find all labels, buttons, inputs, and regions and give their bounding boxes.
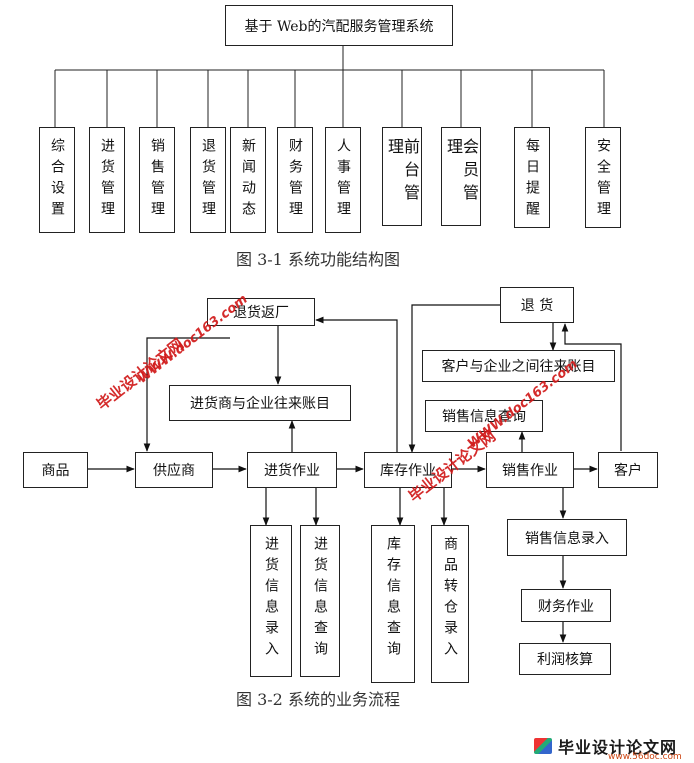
node-goods: 商品 [23, 452, 88, 488]
module-box-m7: 人事管理 [325, 127, 361, 233]
module-box-m6: 财务管理 [277, 127, 313, 233]
node-profit-calc: 利润核算 [519, 643, 611, 675]
node-sales-entry: 销售信息录入 [507, 519, 627, 556]
node-return: 退 货 [500, 287, 574, 323]
node-inventory-op: 库存作业 [364, 452, 452, 488]
module-box-m3: 销售管理 [139, 127, 175, 233]
node-sales-op: 销售作业 [486, 452, 574, 488]
logo-flag-icon [534, 738, 552, 754]
module-label: 人事管理 [335, 138, 351, 222]
module-label: 安全管理 [595, 138, 611, 222]
module-label: 财务管理 [287, 138, 303, 222]
site-logo: 毕业设计论文网 [534, 734, 677, 758]
fig1-caption: 图 3-1 系统功能结构图 [236, 250, 400, 269]
module-label: 退货管理 [200, 138, 216, 222]
module-box-m1: 综合设置 [39, 127, 75, 233]
module-label: 进货管理 [99, 138, 115, 222]
module-label: 前台管理 [385, 138, 420, 207]
node-label: 进货信息查询 [312, 536, 328, 662]
node-customer: 客户 [598, 452, 658, 488]
fig2-caption: 图 3-2 系统的业务流程 [236, 690, 400, 709]
module-label: 新闻动态 [240, 138, 256, 222]
node-label: 库存作业 [380, 463, 436, 479]
node-label: 客户 [614, 463, 642, 479]
node-return-factory: 退货返厂 [207, 298, 315, 326]
module-label: 销售管理 [149, 138, 165, 222]
root-system-box: 基于 Web的汽配服务管理系统 [225, 5, 453, 46]
node-customer-account: 客户与企业之间往来账目 [422, 350, 615, 382]
module-label: 综合设置 [49, 138, 65, 222]
logo-url: www.56doc.com [608, 752, 682, 762]
module-box-m5: 新闻动态 [230, 127, 266, 233]
node-supplier-account: 进货商与企业往来账目 [169, 385, 351, 421]
module-box-m8: 前台管理 [382, 127, 422, 226]
node-label: 客户与企业之间往来账目 [441, 359, 596, 375]
node-supplier: 供应商 [135, 452, 213, 488]
logo-text: 毕业设计论文网 [558, 738, 678, 757]
module-box-m9: 会员管理 [441, 127, 481, 226]
node-label: 进货商与企业往来账目 [190, 396, 330, 412]
root-system-label: 基于 Web的汽配服务管理系统 [244, 18, 434, 35]
node-inventory-query: 库存信息查询 [371, 525, 415, 683]
node-transfer-entry: 商品转仓录入 [431, 525, 469, 683]
node-finance-op: 财务作业 [521, 589, 611, 622]
module-label: 每日提醒 [524, 138, 540, 222]
node-purchase-query: 进货信息查询 [300, 525, 340, 677]
node-label: 销售作业 [502, 463, 558, 479]
node-label: 库存信息查询 [385, 536, 401, 662]
node-label: 进货信息录入 [263, 536, 279, 662]
module-label: 会员管理 [444, 138, 479, 207]
module-box-m11: 安全管理 [585, 127, 621, 228]
node-label: 退 货 [520, 298, 554, 314]
node-label: 商品转仓录入 [442, 536, 458, 662]
node-label: 退货返厂 [233, 305, 289, 321]
node-sales-query: 销售信息查询 [425, 400, 543, 432]
node-purchase-op: 进货作业 [247, 452, 337, 488]
node-label: 销售信息录入 [525, 530, 609, 547]
module-box-m10: 每日提醒 [514, 127, 550, 228]
module-box-m2: 进货管理 [89, 127, 125, 233]
node-purchase-entry: 进货信息录入 [250, 525, 292, 677]
node-label: 利润核算 [537, 652, 593, 668]
node-label: 商品 [41, 463, 70, 479]
node-label: 销售信息查询 [442, 409, 526, 425]
node-label: 供应商 [153, 463, 195, 479]
module-box-m4: 退货管理 [190, 127, 226, 233]
node-label: 财务作业 [538, 598, 594, 615]
node-label: 进货作业 [264, 463, 320, 479]
